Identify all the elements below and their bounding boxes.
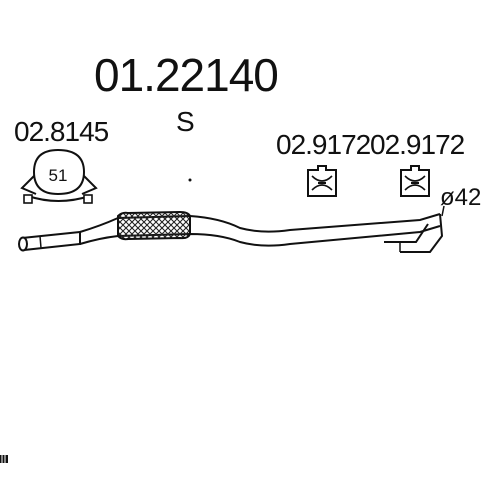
exhaust-clamp-icon: 51 bbox=[20, 148, 98, 204]
exhaust-pipe-icon bbox=[18, 213, 444, 253]
clamp-size-label: 51 bbox=[49, 166, 68, 185]
rubber-hanger-icon-2 bbox=[400, 165, 430, 197]
hanger-part-code-2: 02.9172 bbox=[370, 129, 465, 160]
pipe-diameter-label: ø42 bbox=[440, 184, 482, 211]
flexible-braided-section-icon bbox=[117, 210, 191, 241]
reference-dot bbox=[188, 178, 192, 182]
diameter-leader-line bbox=[441, 205, 445, 217]
corner-mark bbox=[0, 455, 8, 463]
variant-code: S bbox=[176, 106, 195, 137]
part-number: 01.22140 bbox=[94, 49, 279, 101]
clamp-part-code: 02.8145 bbox=[14, 116, 109, 147]
hanger-part-code-1: 02.9172 bbox=[276, 129, 371, 160]
rubber-hanger-icon-1 bbox=[307, 165, 337, 197]
